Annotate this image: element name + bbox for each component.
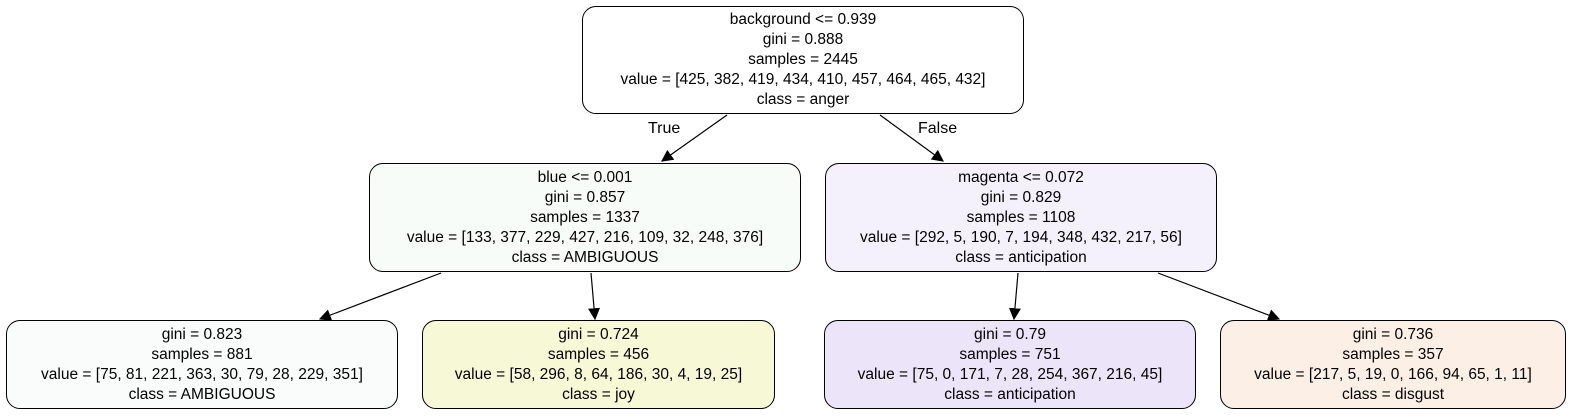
node-split-condition: blue <= 0.001 <box>537 168 633 186</box>
node-value: value = [75, 0, 171, 7, 28, 254, 367, 21… <box>857 365 1163 383</box>
edge-left-leaf-ll <box>318 272 442 321</box>
tree-leaf-right-right: gini = 0.736 samples = 357 value = [217,… <box>1220 320 1566 409</box>
node-value: value = [217, 5, 19, 0, 166, 94, 65, 1, … <box>1254 365 1532 383</box>
tree-node-left: blue <= 0.001 gini = 0.857 samples = 133… <box>369 163 801 272</box>
edge-label-true: True <box>648 120 681 137</box>
edge-left-leaf-lr <box>588 272 601 321</box>
node-split-condition: magenta <= 0.072 <box>958 168 1084 186</box>
node-samples: samples = 1108 <box>966 208 1076 226</box>
node-class: class = anticipation <box>955 248 1087 266</box>
edge-right-leaf-rl <box>1008 272 1021 321</box>
node-samples: samples = 2445 <box>748 51 858 68</box>
node-samples: samples = 751 <box>959 345 1061 363</box>
node-value: value = [133, 377, 229, 427, 216, 109, 3… <box>406 228 764 246</box>
node-class: class = AMBIGUOUS <box>511 248 659 266</box>
node-samples: samples = 357 <box>1342 345 1444 363</box>
node-class: class = AMBIGUOUS <box>128 385 276 403</box>
edge-label-false: False <box>918 120 958 137</box>
edge-right-leaf-rr <box>1157 272 1281 321</box>
edge-root-left <box>661 114 728 162</box>
node-value: value = [425, 382, 419, 434, 410, 457, 4… <box>620 71 986 88</box>
node-samples: samples = 881 <box>151 345 253 363</box>
node-class: class = disgust <box>1341 385 1445 403</box>
tree-node-root: background <= 0.939 gini = 0.888 samples… <box>582 6 1024 114</box>
edge-root-right <box>879 114 944 162</box>
node-value: value = [58, 296, 8, 64, 186, 30, 4, 19,… <box>454 365 743 383</box>
node-split-condition: background <= 0.939 <box>729 11 877 28</box>
node-gini: gini = 0.736 <box>1352 325 1434 343</box>
node-gini: gini = 0.857 <box>544 188 626 206</box>
tree-leaf-left-left: gini = 0.823 samples = 881 value = [75, … <box>6 320 398 409</box>
node-class: class = joy <box>562 385 635 403</box>
node-samples: samples = 456 <box>547 345 650 363</box>
node-gini: gini = 0.823 <box>161 325 243 343</box>
tree-leaf-left-right: gini = 0.724 samples = 456 value = [58, … <box>422 320 775 409</box>
node-gini: gini = 0.724 <box>558 325 639 343</box>
node-gini: gini = 0.829 <box>980 188 1062 206</box>
node-class: class = anger <box>756 91 850 108</box>
node-gini: gini = 0.79 <box>974 325 1046 343</box>
node-class: class = anticipation <box>944 385 1076 403</box>
node-samples: samples = 1337 <box>530 208 640 226</box>
tree-leaf-right-left: gini = 0.79 samples = 751 value = [75, 0… <box>824 320 1196 409</box>
tree-node-right: magenta <= 0.072 gini = 0.829 samples = … <box>825 163 1217 272</box>
node-value: value = [292, 5, 190, 7, 194, 348, 432, … <box>860 228 1182 246</box>
node-value: value = [75, 81, 221, 363, 30, 79, 28, 2… <box>41 365 363 383</box>
node-gini: gini = 0.888 <box>762 31 844 48</box>
